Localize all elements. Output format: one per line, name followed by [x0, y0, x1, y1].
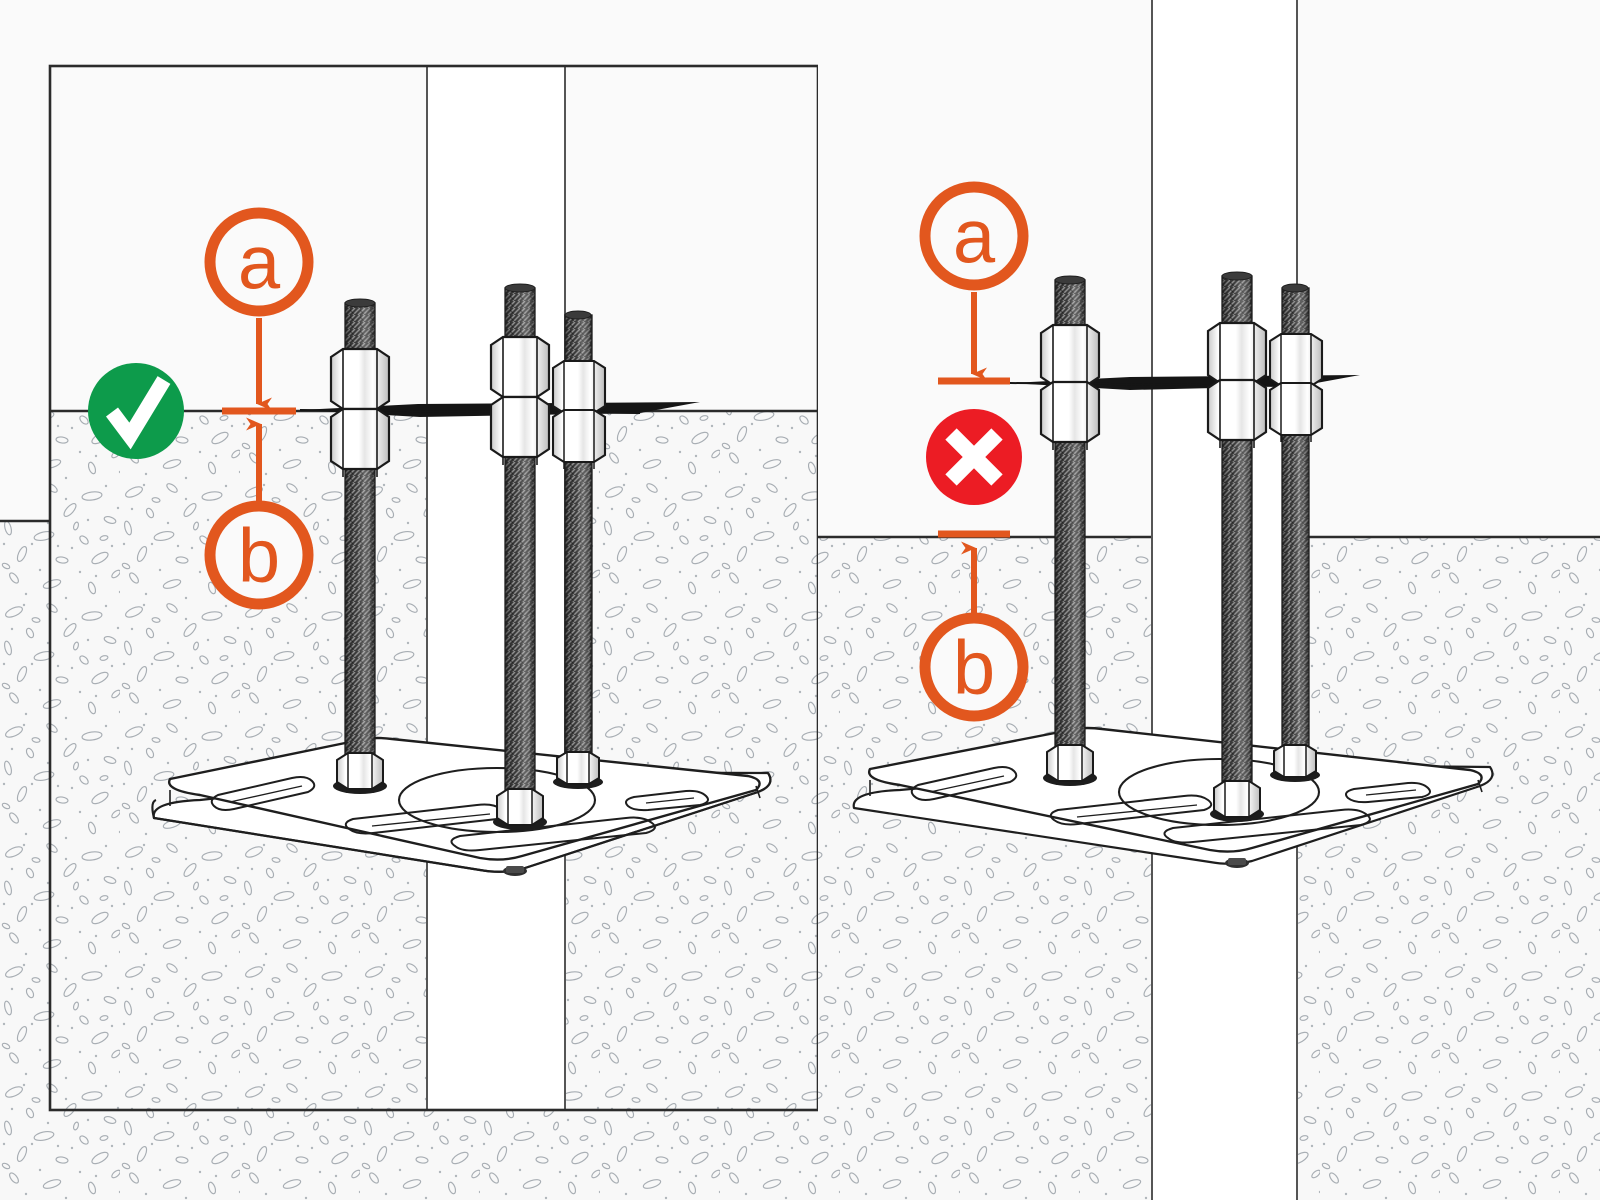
left-base-plate: [151, 736, 772, 876]
left-rod3-plate-nut: [553, 751, 603, 789]
right-callout-b-label: b: [953, 626, 995, 711]
left-rod3-nut-pair: [551, 359, 607, 469]
left-callout-a-circle[interactable]: [204, 207, 314, 317]
right-plate-slots: [910, 766, 1431, 844]
right-plate-centre-hole: [1117, 757, 1321, 827]
right-callout-a-circle[interactable]: [919, 181, 1029, 291]
check-mark-glyph: [106, 376, 171, 450]
right-callout-a-label: a: [953, 195, 996, 280]
right-rod2-plate-nut: [1210, 780, 1264, 822]
left-callout-b-label: b: [238, 514, 280, 599]
right-rod2-nut-pair: [1206, 321, 1268, 448]
right-annotations: a b: [919, 181, 1029, 722]
left-callout-b-circle[interactable]: [204, 500, 314, 610]
left-steel-post: [426, 66, 566, 1110]
left-rod2-nut-pair: [489, 335, 551, 465]
right-rod3-plate-nut: [1270, 744, 1320, 782]
left-rod1-nut-pair: [329, 347, 391, 477]
right-rod1-nut-pair: [1039, 323, 1101, 450]
check-mark-icon[interactable]: [88, 363, 184, 459]
panel-right-incorrect: [818, 0, 1600, 1200]
right-base-plate: [852, 726, 1494, 868]
left-callout-a-label: a: [238, 221, 281, 306]
right-rod1-plate-nut: [1043, 744, 1097, 786]
left-rod1-plate-nut: [333, 752, 387, 794]
panel-left-correct: [48, 64, 820, 1112]
right-callout-b-circle[interactable]: [919, 612, 1029, 722]
left-rod2-plate-nut: [493, 788, 547, 830]
left-annotations: a b: [88, 207, 314, 610]
right-rod3-nut-pair: [1268, 332, 1324, 442]
cross-mark-glyph: [945, 428, 1003, 486]
